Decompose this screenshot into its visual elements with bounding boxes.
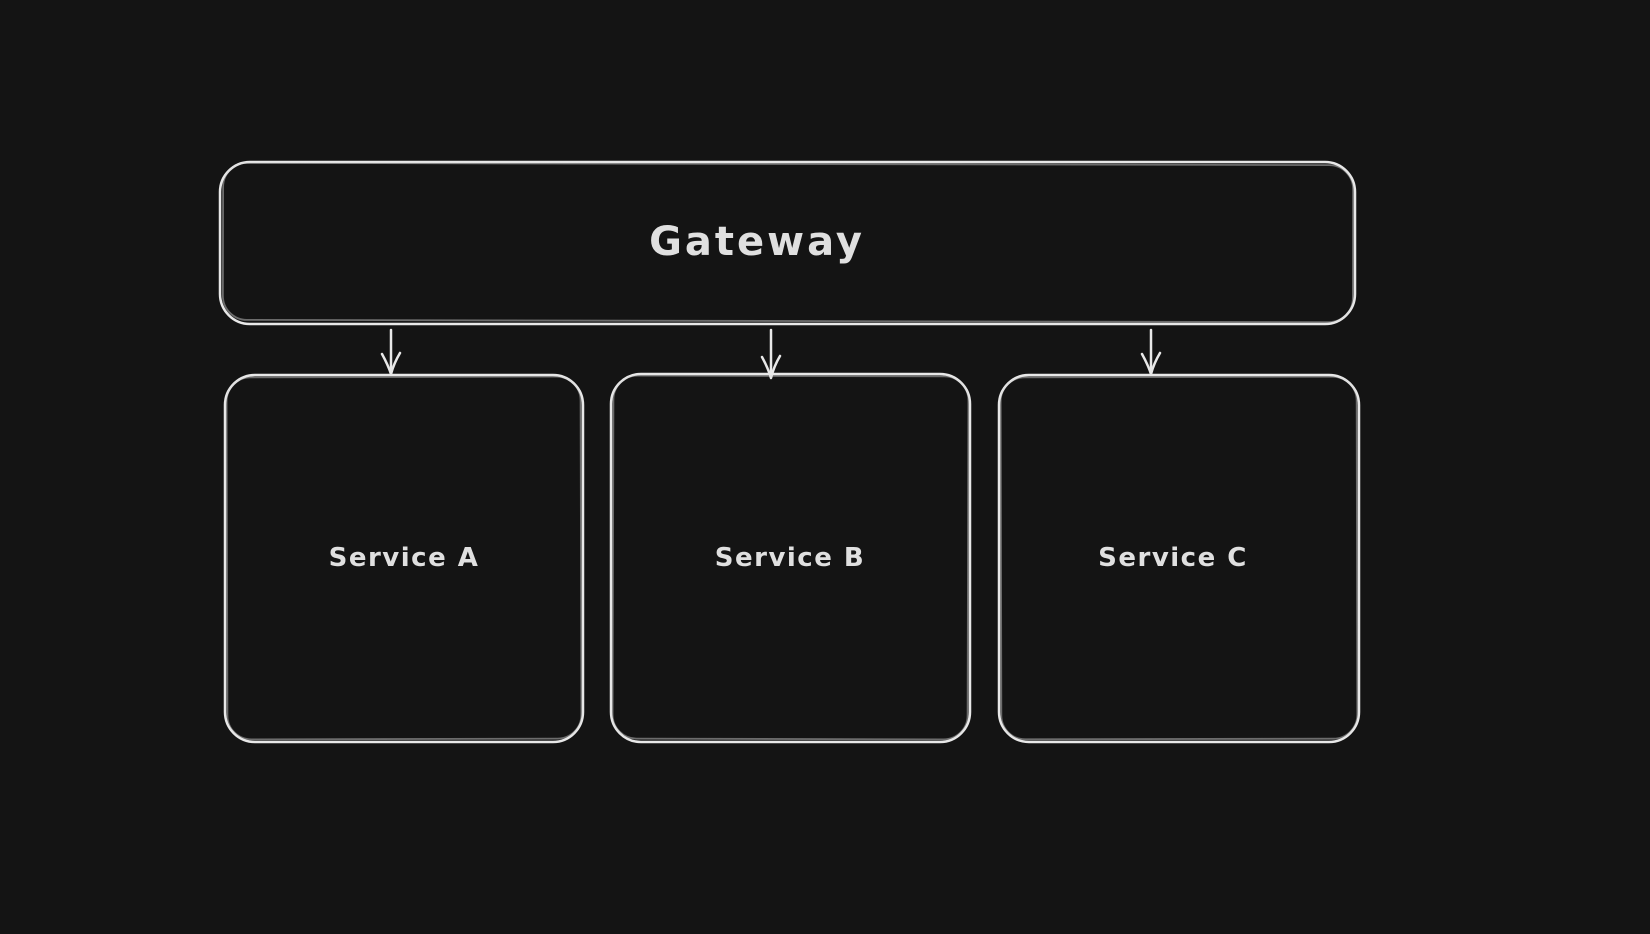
service-c-node-label: Service C bbox=[1098, 543, 1248, 573]
gateway-to-service-b-arrow[interactable] bbox=[760, 328, 782, 380]
service-a-node[interactable] bbox=[223, 373, 585, 744]
gateway-to-service-a-arrow[interactable] bbox=[380, 328, 402, 376]
service-a-node-label: Service A bbox=[328, 543, 480, 573]
service-c-node[interactable] bbox=[997, 373, 1361, 744]
service-b-node-label: Service B bbox=[714, 543, 866, 573]
service-b-node[interactable] bbox=[609, 372, 972, 744]
gateway-node[interactable] bbox=[218, 160, 1357, 326]
gateway-node-label: Gateway bbox=[649, 219, 865, 265]
gateway-to-service-c-arrow[interactable] bbox=[1140, 328, 1162, 376]
